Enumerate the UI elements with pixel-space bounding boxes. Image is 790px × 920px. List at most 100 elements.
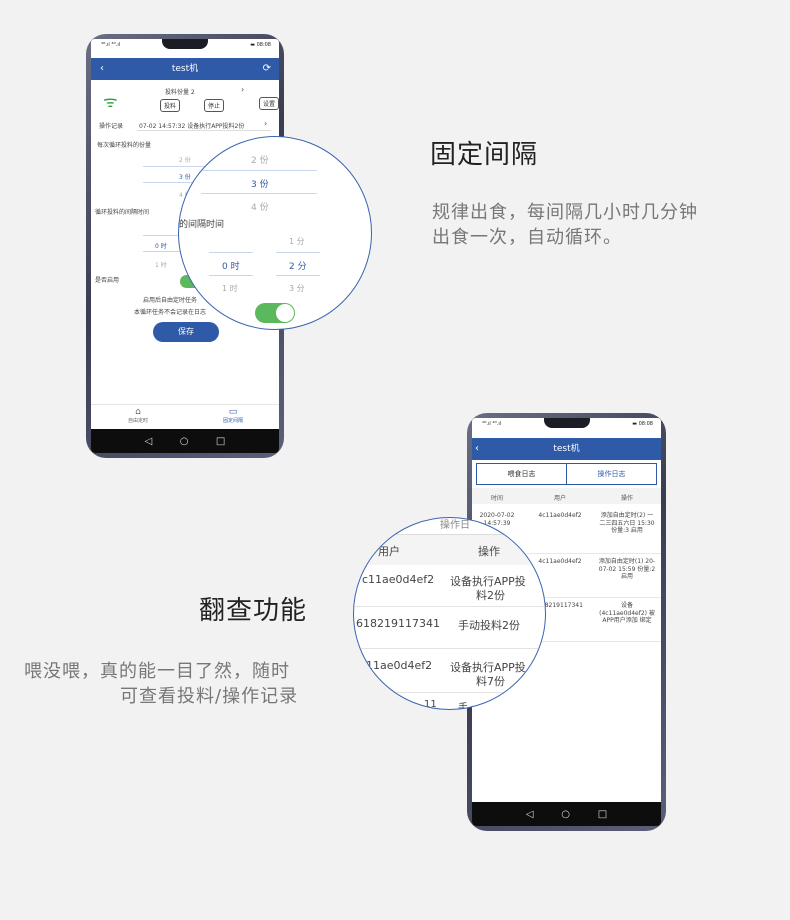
signal-indicator: ⁴ᴳ.ıl ⁴ᴳ.ıl bbox=[101, 42, 121, 48]
back-icon[interactable]: ‹ bbox=[475, 443, 479, 454]
picker-line bbox=[209, 252, 253, 253]
hour-option[interactable]: 1 时 bbox=[155, 262, 167, 269]
portion-label: 投料份量 2 bbox=[165, 89, 195, 96]
log-value[interactable]: 07-02 14:57:32 设备执行APP投料2份 bbox=[139, 123, 245, 130]
portion-option-selected: 3 份 bbox=[251, 180, 269, 190]
feed-button[interactable]: 投料 bbox=[160, 99, 181, 112]
picker-line bbox=[143, 251, 183, 252]
row-action: 设备执行APP投 bbox=[450, 661, 526, 674]
column-action: 操作 bbox=[478, 545, 500, 558]
picker-line bbox=[143, 182, 223, 183]
portion-option-selected[interactable]: 3 份 bbox=[179, 174, 191, 181]
magnifier-log-zoom: 操作日 用户 操作 c11ae0d4ef2 设备执行APP投 料2份 61821… bbox=[353, 517, 546, 710]
row-action: 料7份 bbox=[476, 675, 505, 688]
divider bbox=[354, 606, 545, 607]
row-action: 设备执行APP投 bbox=[450, 575, 526, 588]
picker-line bbox=[201, 170, 317, 171]
feature-description-line: 可查看投料/操作记录 bbox=[120, 686, 299, 707]
android-nav-bar: ◁ ○ □ bbox=[472, 802, 661, 826]
app-title-bar: ‹ test机 bbox=[472, 438, 661, 460]
interval-label-zoom: 的间隔时间 bbox=[179, 220, 225, 230]
phone-mockup-log: ⁴ᴳ.ıl ⁴ᴳ.ıl ▬ 08:08 ‹ test机 喂食日志 操作日志 时间… bbox=[467, 413, 666, 831]
bottom-tab-bar: ⌂ 自由定时 ▭ 固定间隔 bbox=[91, 404, 279, 428]
monitor-icon: ▭ bbox=[228, 407, 238, 417]
row-user: 618219117341 bbox=[537, 602, 583, 609]
portion-option: 4 份 bbox=[251, 203, 269, 213]
row-user: 11ae0d4ef2 bbox=[366, 659, 433, 672]
camera-notch bbox=[544, 418, 590, 428]
minute-option-selected: 2 分 bbox=[289, 262, 307, 272]
chevron-right-icon[interactable]: › bbox=[241, 85, 245, 94]
recents-nav-icon[interactable]: □ bbox=[215, 435, 226, 447]
minute-option: 3 分 bbox=[289, 284, 305, 293]
cycle-portion-label: 每次循环投料的份量 bbox=[97, 142, 152, 149]
row-action: 设备 (4c11ae0d4ef2) 被APP用户添加 绑定 bbox=[599, 602, 655, 624]
portion-option[interactable]: 2 份 bbox=[179, 157, 191, 164]
back-icon[interactable]: ‹ bbox=[100, 63, 104, 74]
tab-label-zoom: 操作日 bbox=[440, 520, 470, 531]
home-nav-icon[interactable]: ○ bbox=[561, 808, 570, 820]
recents-nav-icon[interactable]: □ bbox=[597, 808, 608, 820]
divider bbox=[354, 648, 545, 649]
enable-label: 是否启用 bbox=[95, 277, 120, 284]
row-time: 2020-07-02 14:57:39 bbox=[479, 512, 515, 527]
app-title-bar: ‹ test机 ⟳ bbox=[91, 58, 279, 80]
save-button[interactable]: 保存 bbox=[153, 322, 219, 342]
back-nav-icon[interactable]: ◁ bbox=[144, 435, 153, 447]
toggle-knob bbox=[276, 304, 294, 322]
picker-line bbox=[276, 252, 320, 253]
tab-feeding-log[interactable]: 喂食日志 bbox=[507, 470, 536, 478]
signal-indicator: ⁴ᴳ.ıl ⁴ᴳ.ıl bbox=[482, 421, 502, 427]
table-row[interactable]: 2020-07-02 14:57:39 4c11ae0d4ef2 添加自由定时(… bbox=[472, 508, 661, 554]
hour-option-selected[interactable]: 0 时 bbox=[155, 243, 167, 250]
wifi-icon: ᯤ bbox=[103, 92, 118, 111]
column-user: 用户 bbox=[553, 495, 566, 502]
refresh-icon[interactable]: ⟳ bbox=[262, 63, 271, 74]
tab-fixed-interval[interactable]: ▭ 固定间隔 bbox=[193, 407, 273, 424]
table-row[interactable]: 4c11ae0d4ef2 添加自由定时(1) 20-07-02 15:59 份量… bbox=[472, 554, 661, 598]
feature-title: 固定间隔 bbox=[430, 140, 539, 170]
portion-option: 2 份 bbox=[251, 156, 269, 166]
minute-option: 1 分 bbox=[289, 237, 305, 246]
battery-time: ▬ 08:08 bbox=[250, 42, 271, 48]
device-title: test机 bbox=[553, 444, 580, 454]
camera-notch bbox=[162, 39, 208, 49]
picker-line bbox=[276, 275, 320, 276]
row-action: 手动投料2份 bbox=[458, 619, 520, 632]
interval-label: 循环投料的间隔时间 bbox=[95, 209, 150, 216]
android-nav-bar: ◁ ○ □ bbox=[91, 429, 279, 453]
home-nav-icon[interactable]: ○ bbox=[179, 435, 189, 447]
row-user: 618219117341 bbox=[356, 617, 440, 630]
row-action: 添加自由定时(1) 20-07-02 15:59 份量:2 启用 bbox=[598, 558, 656, 580]
tab-free-schedule[interactable]: ⌂ 自由定时 bbox=[98, 407, 178, 424]
battery-time: ▬ 08:08 bbox=[632, 421, 653, 427]
header-band bbox=[354, 535, 545, 565]
home-icon: ⌂ bbox=[135, 407, 141, 417]
picker-line bbox=[143, 166, 223, 167]
feature-title: 翻查功能 bbox=[199, 596, 308, 626]
table-row[interactable]: 618219117341 设备 (4c11ae0d4ef2) 被APP用户添加 … bbox=[472, 598, 661, 642]
log-tab-switcher: 喂食日志 操作日志 bbox=[476, 463, 657, 485]
divider bbox=[354, 692, 545, 693]
row-user: 4c11ae0d4ef2 bbox=[538, 512, 582, 519]
log-table-header: 时间 用户 操作 bbox=[472, 488, 661, 504]
picker-line bbox=[201, 193, 317, 194]
column-user: 用户 bbox=[378, 545, 400, 558]
tab-label: 自由定时 bbox=[127, 418, 148, 424]
picker-line bbox=[209, 275, 253, 276]
back-nav-icon[interactable]: ◁ bbox=[525, 808, 534, 820]
hour-option-selected: 0 时 bbox=[222, 262, 240, 272]
tab-label: 固定间隔 bbox=[222, 418, 243, 424]
row-user: 4c11ae0d4ef2 bbox=[538, 558, 582, 565]
row-user: c11ae0d4ef2 bbox=[362, 573, 435, 586]
settings-button[interactable]: 设置 bbox=[259, 97, 279, 110]
log-label: 操作记录 bbox=[99, 123, 124, 130]
chevron-right-icon[interactable]: › bbox=[264, 119, 268, 128]
row-action: 添加自由定时(2) 一二三四五六日 15:30 份量:3 启用 bbox=[599, 512, 655, 534]
tab-operation-log[interactable]: 操作日志 bbox=[566, 464, 656, 484]
divider bbox=[354, 534, 545, 535]
row-action: 料2份 bbox=[476, 589, 505, 602]
magnifier-picker-zoom: 2 份 3 份 4 份 的间隔时间 1 分 0 时 2 分 1 时 3 分 bbox=[178, 136, 372, 330]
stop-button[interactable]: 停止 bbox=[204, 99, 225, 112]
note-line: 启用后自由定时任务 bbox=[143, 297, 198, 304]
